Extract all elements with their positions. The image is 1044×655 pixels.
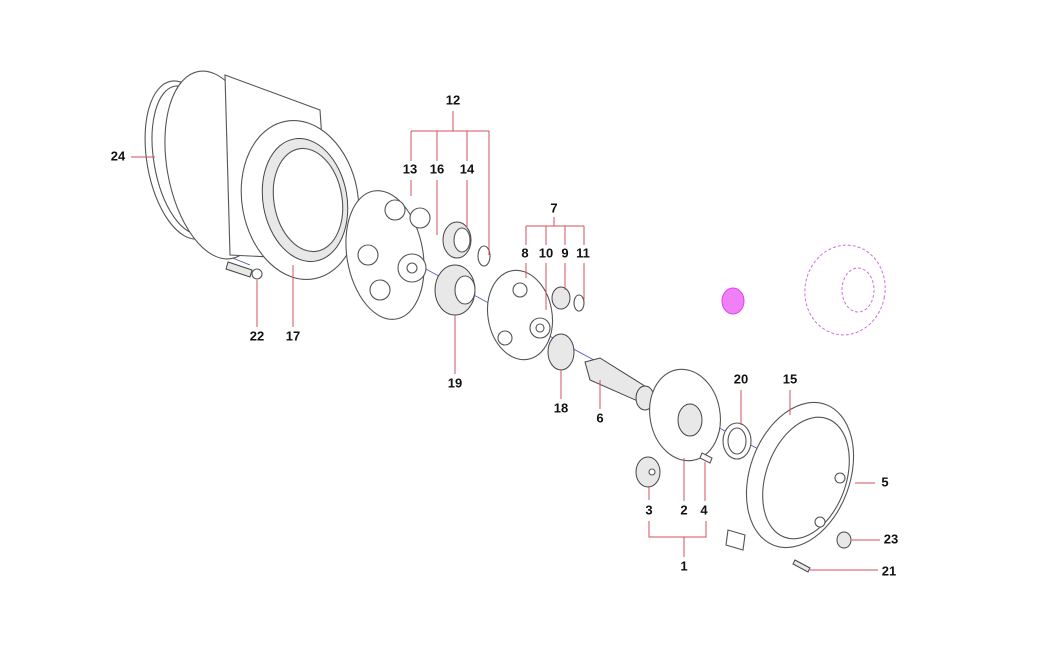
part-15-cover	[745, 401, 855, 549]
label-8: 8	[521, 245, 528, 260]
label-18: 18	[554, 400, 568, 415]
label-14: 14	[460, 161, 475, 176]
part-8-carrier	[486, 269, 554, 361]
part-dowel	[725, 529, 746, 551]
highlighted-gear	[721, 287, 745, 315]
label-23: 23	[884, 531, 898, 546]
label-16: 16	[430, 161, 444, 176]
part-16-gear	[442, 221, 472, 259]
part-19-sun-gear	[434, 264, 476, 316]
part-2-carrier	[649, 368, 721, 462]
label-17: 17	[286, 328, 300, 343]
label-5: 5	[881, 474, 888, 489]
part-9-gear	[551, 286, 571, 310]
label-9: 9	[561, 245, 568, 260]
highlighted-carrier	[804, 244, 886, 336]
label-10: 10	[539, 245, 553, 260]
label-13: 13	[403, 161, 417, 176]
part-14-snap-ring	[477, 245, 491, 267]
label-3: 3	[645, 502, 652, 517]
part-6-shaft	[584, 357, 655, 411]
label-1: 1	[680, 558, 687, 573]
label-11: 11	[576, 245, 590, 260]
part-20-thrust-ring	[722, 422, 752, 460]
part-labels: 12 24 13 16 14 7 8 10 9 11 22 17 19 18 6…	[111, 92, 898, 578]
part-23-plug	[836, 531, 852, 549]
label-7: 7	[550, 200, 557, 215]
part-4-pin	[699, 452, 713, 464]
label-12: 12	[446, 92, 460, 107]
label-19: 19	[448, 375, 462, 390]
part-22-bolt	[225, 261, 263, 280]
part-11-snap-ring	[573, 294, 585, 312]
label-22: 22	[250, 328, 264, 343]
part-13-carrier	[345, 190, 431, 320]
label-2: 2	[680, 502, 687, 517]
leader-lines	[131, 111, 880, 571]
part-3-planet-gear	[635, 456, 661, 488]
part-18-sun-gear	[547, 333, 575, 371]
part-17-housing	[164, 70, 360, 280]
label-6: 6	[596, 410, 603, 425]
label-21: 21	[882, 563, 896, 578]
label-4: 4	[700, 502, 708, 517]
part-21-bolt	[792, 559, 811, 573]
label-20: 20	[734, 371, 748, 386]
label-24: 24	[111, 148, 126, 163]
label-15: 15	[783, 371, 797, 386]
